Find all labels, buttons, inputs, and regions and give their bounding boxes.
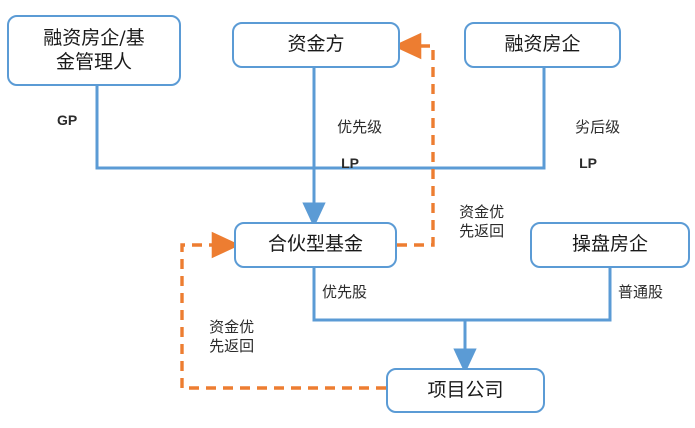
node-label: 操盘房企 bbox=[571, 233, 648, 256]
edge-label-subordinate-lp: 劣后级 LP bbox=[556, 100, 620, 209]
edge-label-capital-return-upper-line2: 先返回 bbox=[459, 221, 505, 240]
node-label: 资金方 bbox=[287, 33, 345, 56]
node-operating-developer[interactable]: 操盘房企 bbox=[530, 222, 690, 268]
edge-label-capital-return-upper-line1: 资金优 bbox=[459, 203, 505, 222]
edge-label-capital-return-lower-line1: 资金优 bbox=[209, 318, 255, 337]
node-financing-developer[interactable]: 融资房企 bbox=[464, 22, 621, 68]
node-partnership-fund[interactable]: 合伙型基金 bbox=[234, 222, 397, 268]
node-label: 融资房企 bbox=[504, 33, 581, 56]
edge-label-preferred-share: 优先股 bbox=[322, 283, 368, 301]
edge-label-gp: GP bbox=[57, 112, 78, 128]
edge-label-capital-return-upper: 资金优 先返回 bbox=[440, 185, 504, 258]
edge-label-capital-return-lower-line2: 先返回 bbox=[209, 336, 255, 355]
edge-label-senior-lp-line2: LP bbox=[341, 154, 359, 171]
node-label-line2: 金管理人 bbox=[55, 50, 132, 73]
node-capital-provider[interactable]: 资金方 bbox=[232, 22, 400, 68]
connector-preferred-share bbox=[312, 268, 466, 322]
node-label-line1: 融资房企/基 bbox=[43, 26, 145, 49]
connector-common-share bbox=[464, 268, 612, 322]
edge-label-subordinate-lp-line1: 劣后级 bbox=[575, 118, 621, 137]
node-financing-sponsor-gp[interactable]: 融资房企/基 金管理人 bbox=[7, 15, 181, 86]
node-project-company[interactable]: 项目公司 bbox=[386, 368, 545, 413]
node-label: 合伙型基金 bbox=[267, 233, 363, 256]
node-label: 项目公司 bbox=[427, 378, 504, 401]
edge-label-senior-lp-line1: 优先级 bbox=[337, 118, 383, 137]
edge-label-subordinate-lp-line2: LP bbox=[579, 154, 597, 171]
edge-label-capital-return-lower: 资金优 先返回 bbox=[190, 300, 254, 373]
connector-capital-return-lower bbox=[180, 231, 386, 390]
edge-label-senior-lp: 优先级 LP bbox=[318, 100, 382, 209]
connector-capital-return-upper bbox=[392, 32, 435, 247]
edge-label-common-share: 普通股 bbox=[618, 283, 664, 301]
